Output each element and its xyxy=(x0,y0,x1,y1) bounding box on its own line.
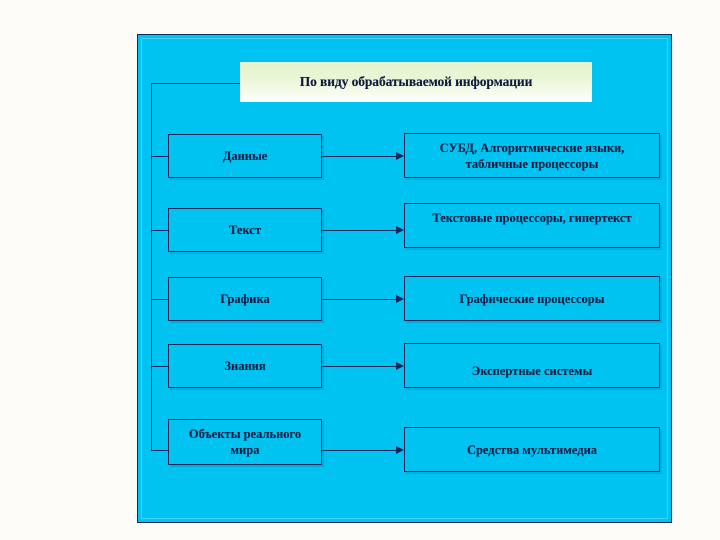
node-label: Знания xyxy=(224,359,266,373)
arrow-head-5 xyxy=(396,446,404,454)
connector-stub-2 xyxy=(151,230,169,231)
node-left-obekty-realnogo-mira[interactable]: Объекты реального мира xyxy=(168,419,322,465)
node-left-grafika[interactable]: Графика xyxy=(168,277,322,321)
node-right-ekspertnye-sistemy[interactable]: Экспертные системы xyxy=(404,343,660,388)
node-right-graficheskie-processory[interactable]: Графические процессоры xyxy=(404,276,660,321)
node-left-tekst[interactable]: Текст xyxy=(168,208,322,252)
node-label: Графика xyxy=(220,292,270,306)
arrow-head-2 xyxy=(396,226,404,234)
connector-stub-4 xyxy=(151,366,169,367)
node-label: Экспертные системы xyxy=(471,364,593,378)
node-label: Данные xyxy=(222,149,268,163)
diagram-title: По виду обрабатываемой информации xyxy=(240,62,592,102)
node-label: СУБД, Алгоритмические языки, табличные п… xyxy=(439,140,625,171)
connector-stub-3 xyxy=(151,299,169,300)
arrow-head-3 xyxy=(396,295,404,303)
connector-stub-5 xyxy=(151,450,169,451)
connector-stub-1 xyxy=(151,156,169,157)
node-left-znaniya[interactable]: Знания xyxy=(168,344,322,388)
node-label: Средства мультимедиа xyxy=(466,442,598,457)
node-label: Графические процессоры xyxy=(459,291,605,306)
arrow-line-4 xyxy=(322,366,400,367)
node-label: Объекты реального мира xyxy=(188,427,302,457)
connector-trunk xyxy=(151,83,152,451)
node-right-sredstva-multimedia[interactable]: Средства мультимедиа xyxy=(404,427,660,472)
node-right-subd[interactable]: СУБД, Алгоритмические языки, табличные п… xyxy=(404,133,660,178)
arrow-line-5 xyxy=(322,450,400,451)
arrow-line-3 xyxy=(322,299,400,300)
arrow-line-1 xyxy=(322,156,400,157)
node-label: Текстовые процессоры, гипертекст xyxy=(432,211,632,225)
diagram-title-label: По виду обрабатываемой информации xyxy=(299,74,533,89)
arrow-line-2 xyxy=(322,230,400,231)
node-label: Текст xyxy=(229,223,261,237)
connector-title-stub xyxy=(151,83,241,84)
arrow-head-4 xyxy=(396,362,404,370)
arrow-head-1 xyxy=(396,152,404,160)
node-right-tekstovye-processory[interactable]: Текстовые процессоры, гипертекст xyxy=(404,203,660,248)
node-left-dannye[interactable]: Данные xyxy=(168,134,322,178)
